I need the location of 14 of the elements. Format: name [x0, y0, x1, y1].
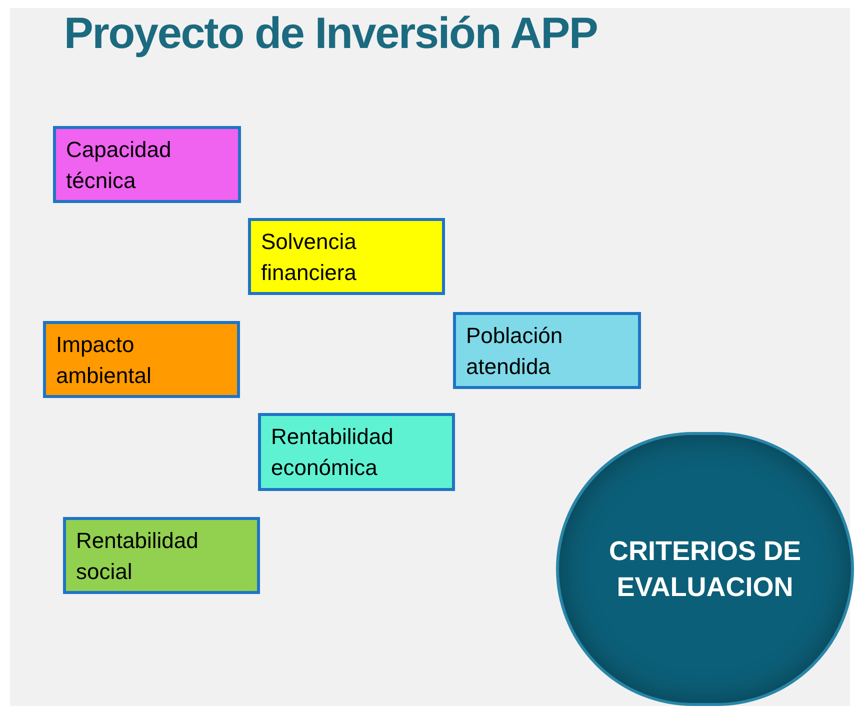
criterion-box — [63, 517, 260, 594]
box-label: Capacidad técnica — [66, 136, 172, 194]
box-label: Solvencia financiera — [261, 228, 358, 286]
box-label: Rentabilidad económica — [271, 423, 394, 482]
circle-label: CRITERIOS DE EVALUACION — [608, 535, 802, 604]
criterion-box — [258, 413, 455, 491]
criterion-box — [43, 321, 240, 398]
criterion-box — [53, 126, 241, 203]
slide-title: Proyecto de Inversión APP — [64, 8, 598, 60]
box-label: Rentabilidad social — [76, 526, 200, 586]
box-label: Población atendida — [466, 322, 564, 380]
criterion-box — [248, 218, 445, 295]
criterion-box — [453, 312, 641, 389]
box-label: Impacto ambiental — [56, 330, 152, 390]
